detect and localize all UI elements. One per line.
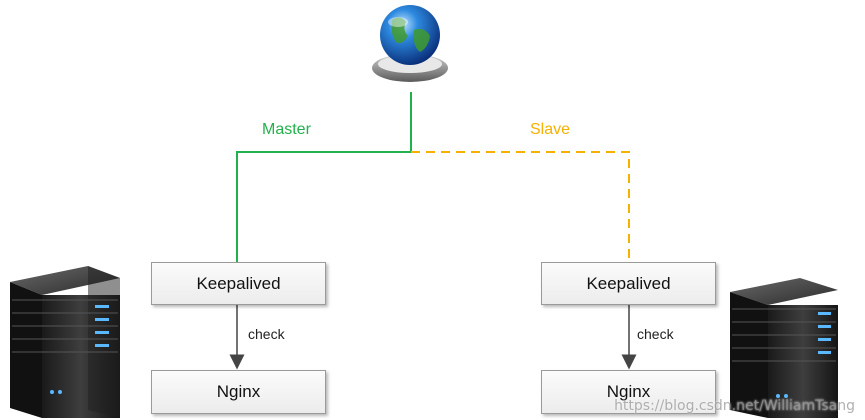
left-keepalived-box: Keepalived	[151, 262, 326, 305]
server-icon	[10, 266, 120, 418]
slave-label: Slave	[530, 121, 571, 138]
right-keepalived-box: Keepalived	[541, 262, 716, 305]
left-check-label: check	[248, 326, 285, 342]
right-check-label: check	[637, 326, 674, 342]
slave-line	[411, 151, 630, 262]
watermark: https://blog.csdn.net/WilliamTsang	[614, 398, 855, 414]
left-nginx-box: Nginx	[151, 370, 326, 414]
master-line	[236, 92, 412, 262]
right-nginx-box: Nginx	[541, 370, 716, 414]
server-icon	[730, 278, 838, 418]
master-label: Master	[262, 121, 311, 138]
globe-icon	[372, 5, 448, 82]
